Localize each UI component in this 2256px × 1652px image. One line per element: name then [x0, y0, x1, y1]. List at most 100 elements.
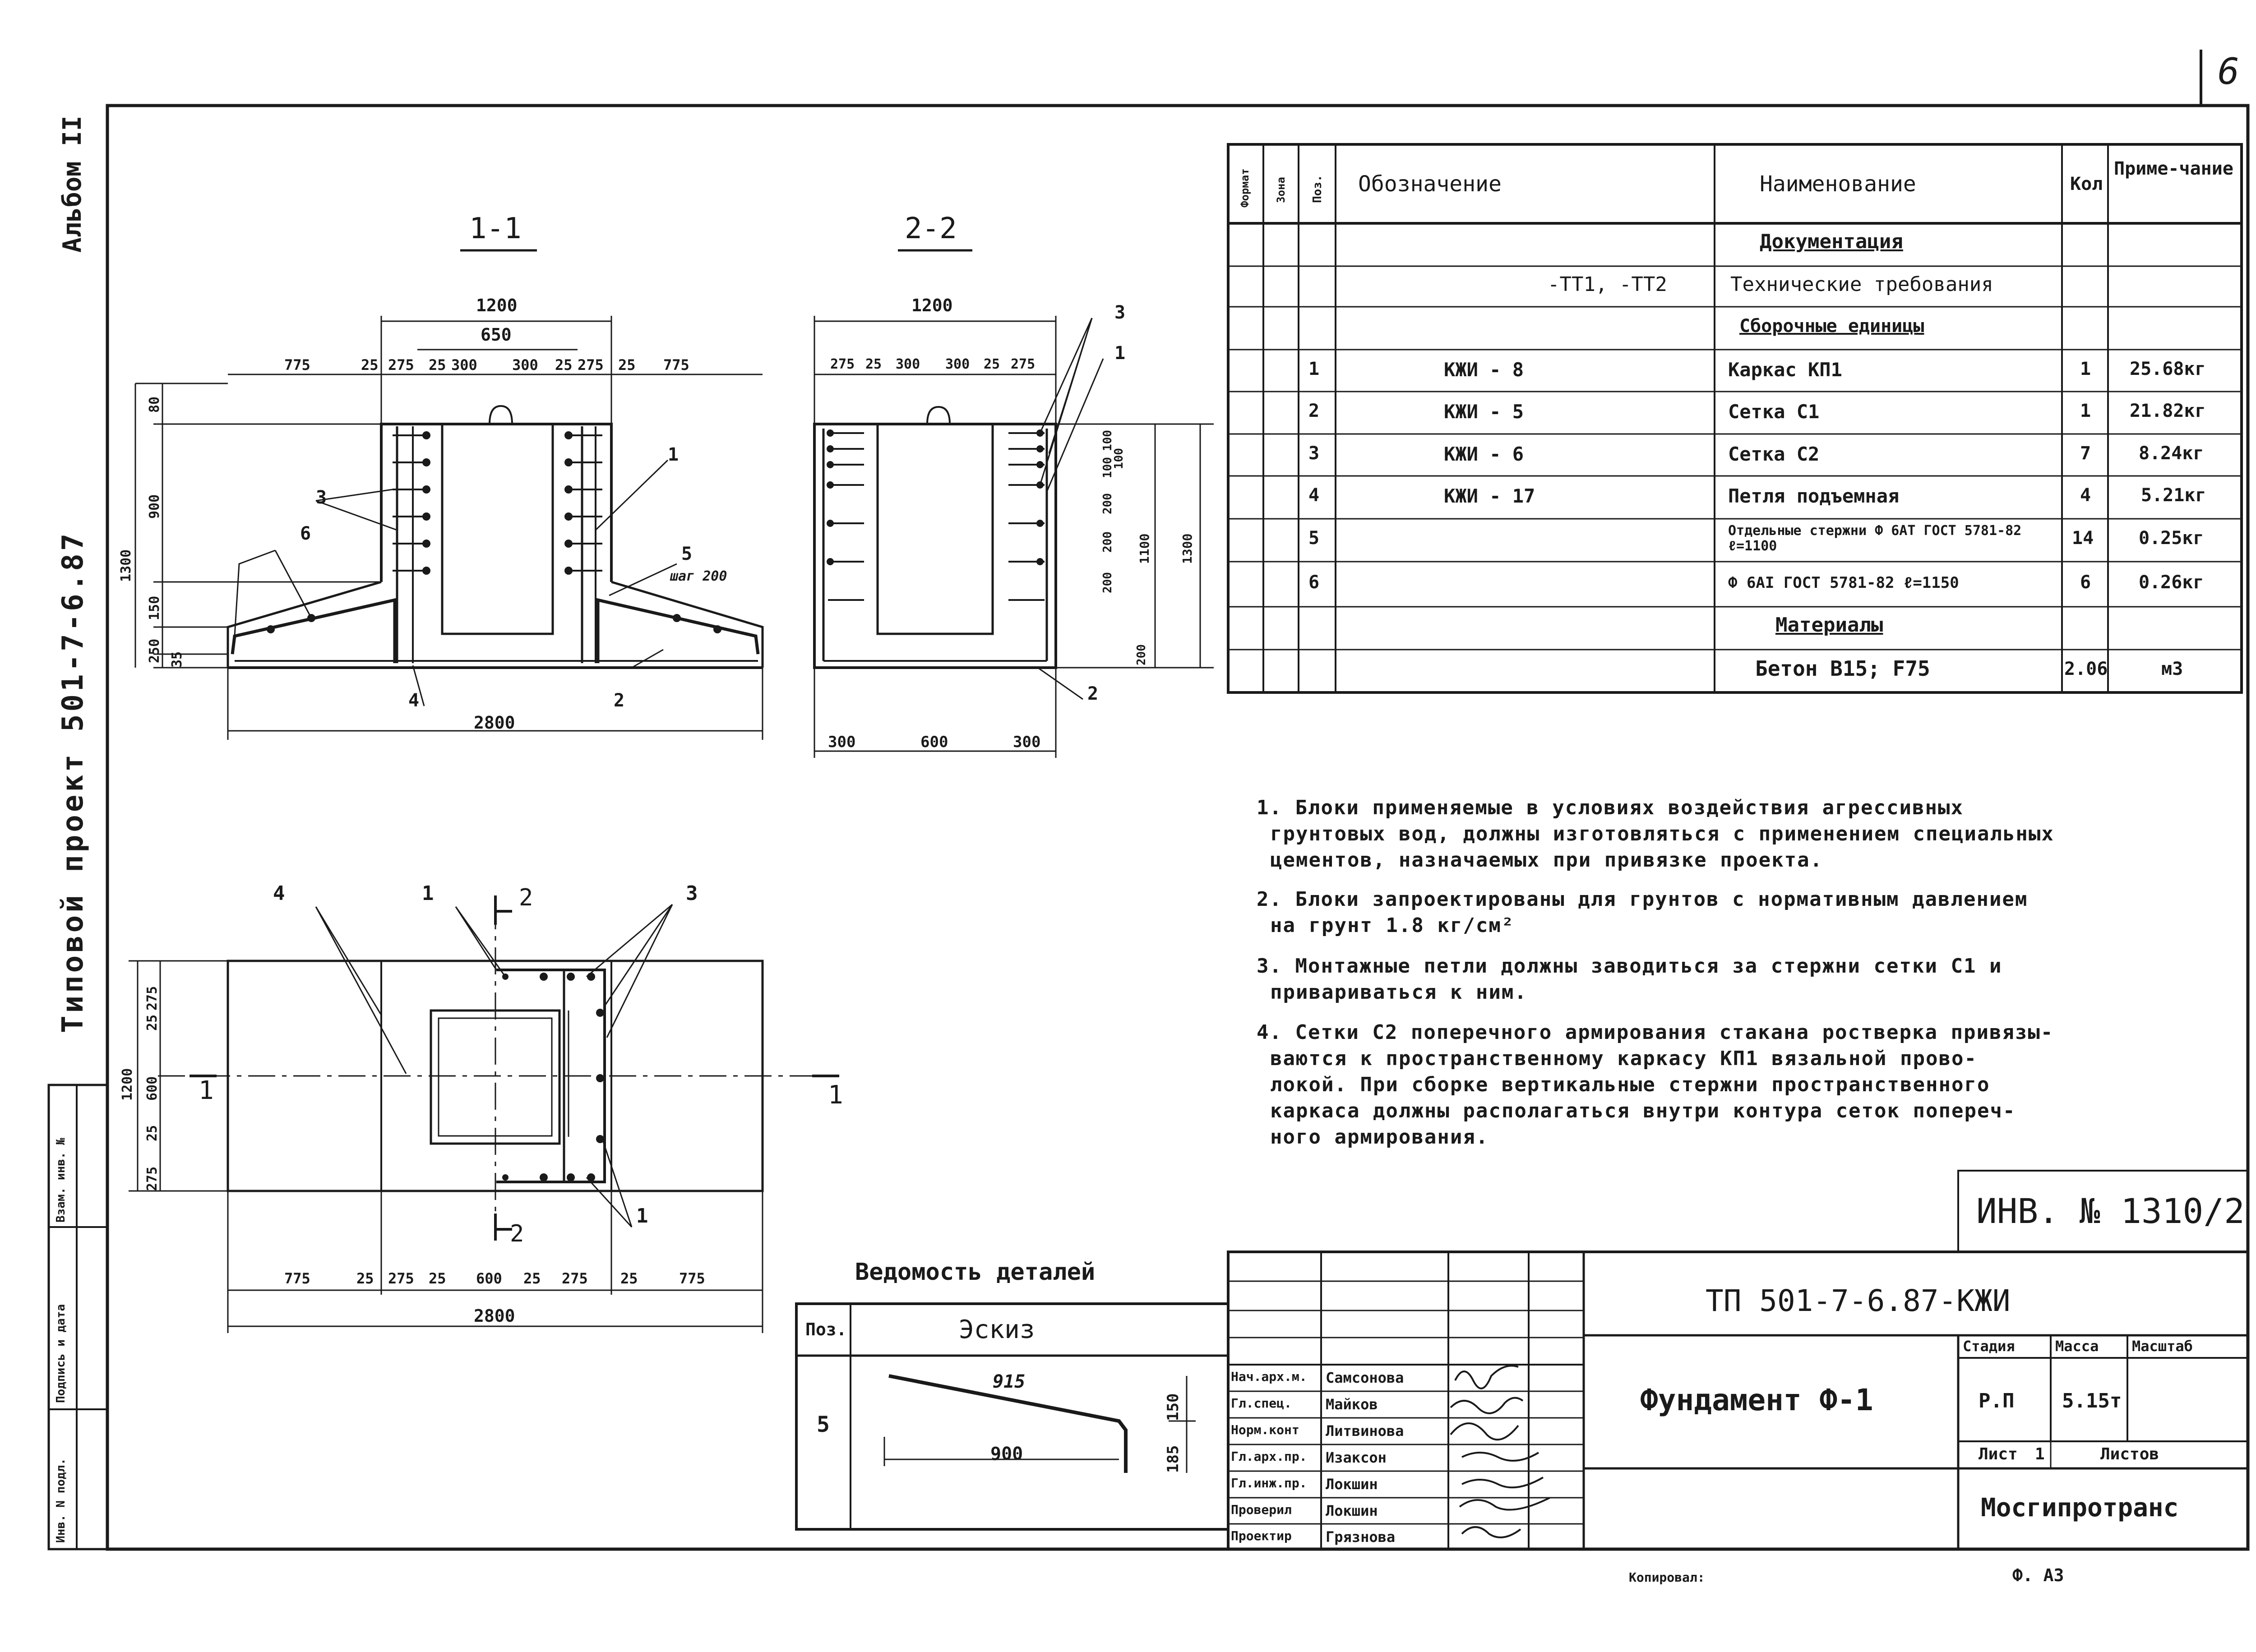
spec-row-5-note: 0.25кг	[2139, 528, 2204, 549]
spec-table-grid	[1227, 143, 2243, 694]
person-name-1: Самсонова	[1326, 1369, 1404, 1386]
person-name-7: Грязнова	[1326, 1528, 1396, 1546]
note-line-1: 1. Блоки применяемые в условиях воздейст…	[1257, 796, 1964, 819]
plan-left-1200: 1200	[120, 1068, 135, 1101]
section-2-2-drawing	[813, 249, 1214, 758]
s11-callout-4: 4	[408, 690, 420, 711]
s22-dim-275b: 275	[1011, 356, 1036, 372]
person-role-5: Гл.инж.пр.	[1231, 1476, 1307, 1490]
spec-group-assemblies: Сборочные единицы	[1739, 316, 1924, 337]
spec-row-2-qty: 1	[2080, 401, 2091, 421]
note-line-9: ваются к пространственному каркасу КП1 в…	[1270, 1047, 1977, 1070]
spec-row-3-qty: 7	[2080, 443, 2091, 464]
plan-dim-775-right: 775	[679, 1270, 705, 1287]
person-name-5: Локшин	[1326, 1476, 1378, 1493]
s11-dim-25d: 25	[618, 356, 636, 374]
s22-right-200c: 200	[1101, 572, 1114, 593]
stamp-inv-label: Инв. N подл.	[54, 1458, 68, 1543]
spec-row-3-note: 8.24кг	[2139, 443, 2204, 464]
plan-callout-1-bottom: 1	[636, 1204, 648, 1227]
s11-left-150: 150	[147, 595, 162, 620]
spec-material-qty: 2.06	[2064, 659, 2108, 679]
s22-bottom-600: 600	[920, 733, 948, 751]
plan-dim-600: 600	[476, 1270, 502, 1287]
plan-dim-25a: 25	[356, 1270, 374, 1287]
plan-left-25a: 25	[144, 1125, 160, 1141]
s22-callout-1: 1	[1114, 343, 1126, 364]
s11-left-250: 250	[147, 638, 162, 663]
s11-inner-dim: 650	[481, 325, 512, 345]
details-dim-top: 915	[993, 1371, 1026, 1392]
spec-row-6-pos: 6	[1308, 572, 1320, 593]
spec-row-1-designation: КЖИ - 8	[1444, 359, 1524, 381]
details-dim-right-top: 150	[1164, 1393, 1182, 1421]
person-name-4: Изаксон	[1326, 1449, 1387, 1466]
s11-dim-25c: 25	[555, 356, 573, 374]
s11-total-dim: 2800	[474, 713, 515, 733]
signatures	[1450, 1365, 1550, 1538]
s11-dim-25b: 25	[429, 356, 446, 374]
spec-header-designation: Обозначение	[1358, 171, 1502, 197]
spec-row-1-name: Каркас КП1	[1728, 359, 1842, 381]
s11-left-35: 35	[169, 651, 185, 668]
spec-row-4-name: Петля подъемная	[1728, 485, 1900, 507]
plan-left-25b: 25	[144, 1014, 160, 1031]
s11-left-1300: 1300	[118, 549, 134, 582]
note-line-11: каркаса должны располагаться внутри конт…	[1270, 1099, 2016, 1122]
plan-cut-left: 1	[199, 1076, 214, 1105]
note-line-3: цементов, назначаемых при привязке проек…	[1270, 849, 1823, 872]
plan-dim-25b: 25	[429, 1270, 446, 1287]
spec-row-1-note: 25.68кг	[2130, 359, 2206, 379]
s22-dim-25a: 25	[865, 356, 882, 372]
title-stage-label: Стадия	[1963, 1338, 2015, 1355]
plan-callout-1-top: 1	[422, 882, 434, 905]
s22-right-100c: 100	[1112, 448, 1126, 469]
spec-material-note: м3	[2161, 659, 2183, 679]
spec-doc-designation: -ТТ1, -ТТ2	[1548, 273, 1667, 296]
format-label: Ф. А3	[2012, 1565, 2064, 1585]
note-line-8: 4. Сетки С2 поперечного армирования стак…	[1257, 1021, 2054, 1044]
s11-callout-6: 6	[300, 523, 311, 544]
s22-bottom-300b: 300	[1013, 733, 1041, 751]
spec-row-5-name: Отдельные стержни Ф 6АТ ГОСТ 5781-82 ℓ=1…	[1728, 523, 2022, 554]
title-org: Мосгипротранс	[1981, 1493, 2179, 1523]
spec-group-docs: Документация	[1760, 230, 1903, 253]
spec-row-4-note: 5.21кг	[2141, 485, 2206, 506]
plan-dim-25c: 25	[523, 1270, 541, 1287]
s11-dim-25a: 25	[361, 356, 379, 374]
s11-left-900: 900	[147, 494, 162, 519]
plan-left-600: 600	[144, 1076, 160, 1101]
person-role-2: Гл.спец.	[1231, 1396, 1292, 1411]
s11-dim-300a: 300	[451, 356, 477, 374]
details-table-grid	[795, 1302, 1230, 1531]
section-2-2-title: 2-2	[905, 212, 957, 245]
s11-dim-275b: 275	[578, 356, 604, 374]
s22-dim-275a: 275	[830, 356, 855, 372]
plan-dim-25d: 25	[620, 1270, 638, 1287]
person-role-4: Гл.арх.пр.	[1231, 1449, 1307, 1464]
person-name-6: Локшин	[1326, 1502, 1378, 1519]
plan-view-drawing	[129, 895, 839, 1333]
section-1-1-drawing	[134, 249, 764, 740]
spec-row-4-designation: КЖИ - 17	[1444, 485, 1535, 507]
spec-row-6-qty: 6	[2080, 572, 2091, 593]
spec-header-qty: Кол	[2070, 174, 2103, 194]
spec-row-3-pos: 3	[1308, 443, 1320, 464]
details-dim-right-bottom: 185	[1164, 1445, 1182, 1473]
title-mass: 5.15т	[2062, 1389, 2122, 1412]
title-sheet-label: Лист	[1979, 1445, 2018, 1463]
spec-row-2-designation: КЖИ - 5	[1444, 401, 1524, 423]
s11-left-80: 80	[147, 396, 162, 413]
plan-cut-bottom: 2	[510, 1220, 524, 1247]
s11-dim-775-left: 775	[284, 356, 310, 374]
stamp-replace-label: Взам. инв. №	[54, 1138, 68, 1223]
s22-callout-3: 3	[1114, 302, 1126, 323]
note-line-6: 3. Монтажные петли должны заводиться за …	[1257, 955, 2002, 978]
s11-callout-1: 1	[668, 444, 679, 465]
title-sheets-label: Листов	[2100, 1445, 2159, 1463]
s11-dim-300b: 300	[512, 356, 538, 374]
spec-header-format: Формат	[1239, 168, 1251, 208]
spec-header-zone: Зона	[1275, 177, 1287, 203]
plan-cut-right: 1	[828, 1080, 843, 1110]
